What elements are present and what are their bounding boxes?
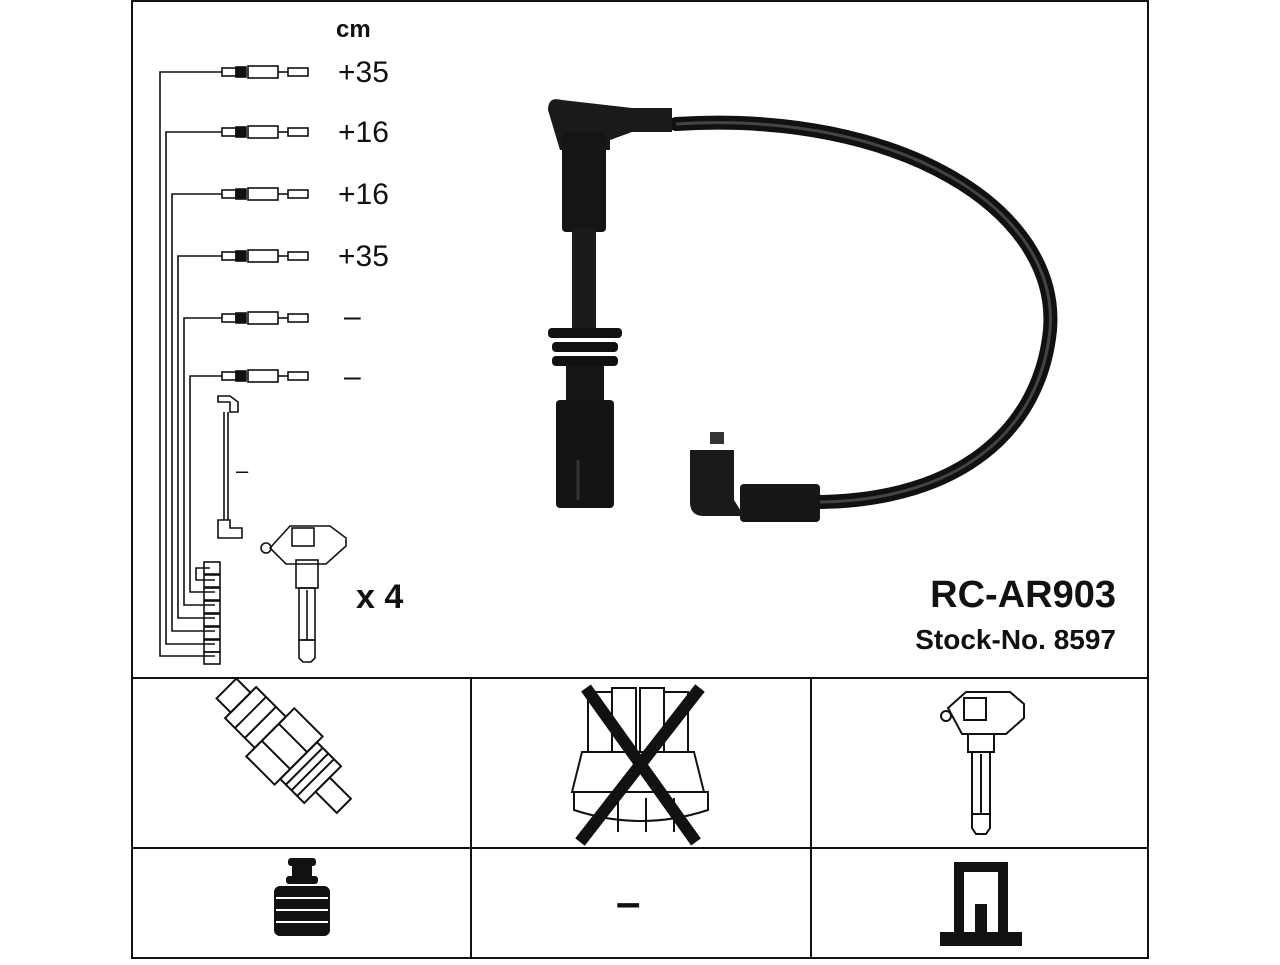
- distributor-terminal-label: –: [616, 878, 641, 927]
- lead-4: [177, 255, 222, 619]
- not-applicable-cross: [575, 684, 705, 846]
- part-number: RC-AR903: [930, 574, 1116, 616]
- ignition-coil-icon: [940, 691, 1025, 835]
- bottom-terminals: [203, 561, 221, 665]
- coil-boot: [690, 450, 744, 516]
- lead-connectors: [221, 65, 309, 383]
- coil-small-icon: [260, 525, 347, 663]
- coil-terminal-icon: [940, 862, 1022, 946]
- lead-6: [189, 375, 222, 593]
- length-label-5: –: [344, 300, 361, 333]
- ignition-wire-drawing: [548, 99, 1058, 522]
- spark-plug-icon: [215, 677, 353, 815]
- lead-3: [171, 193, 222, 632]
- length-label-2: +16: [338, 116, 389, 149]
- lead-5: [183, 317, 222, 606]
- coil-count-label: x 4: [356, 578, 404, 616]
- wire-set-schematic: [159, 65, 309, 665]
- length-label-6: –: [344, 360, 361, 393]
- coil-lead: [217, 395, 243, 539]
- unit-label: cm: [336, 16, 371, 43]
- lead-1: [159, 71, 222, 657]
- coil-boot-collar: [740, 484, 820, 522]
- length-label-4: +35: [338, 240, 389, 273]
- frame: [131, 0, 1149, 959]
- length-label-3: +16: [338, 178, 389, 211]
- lead-2: [165, 131, 222, 645]
- coil-lead-length-label: –: [236, 458, 249, 483]
- lead-7: [195, 567, 215, 581]
- spark-plug-terminal-icon: [274, 858, 330, 936]
- stock-number: Stock-No. 8597: [915, 624, 1116, 655]
- length-label-1: +35: [338, 56, 389, 89]
